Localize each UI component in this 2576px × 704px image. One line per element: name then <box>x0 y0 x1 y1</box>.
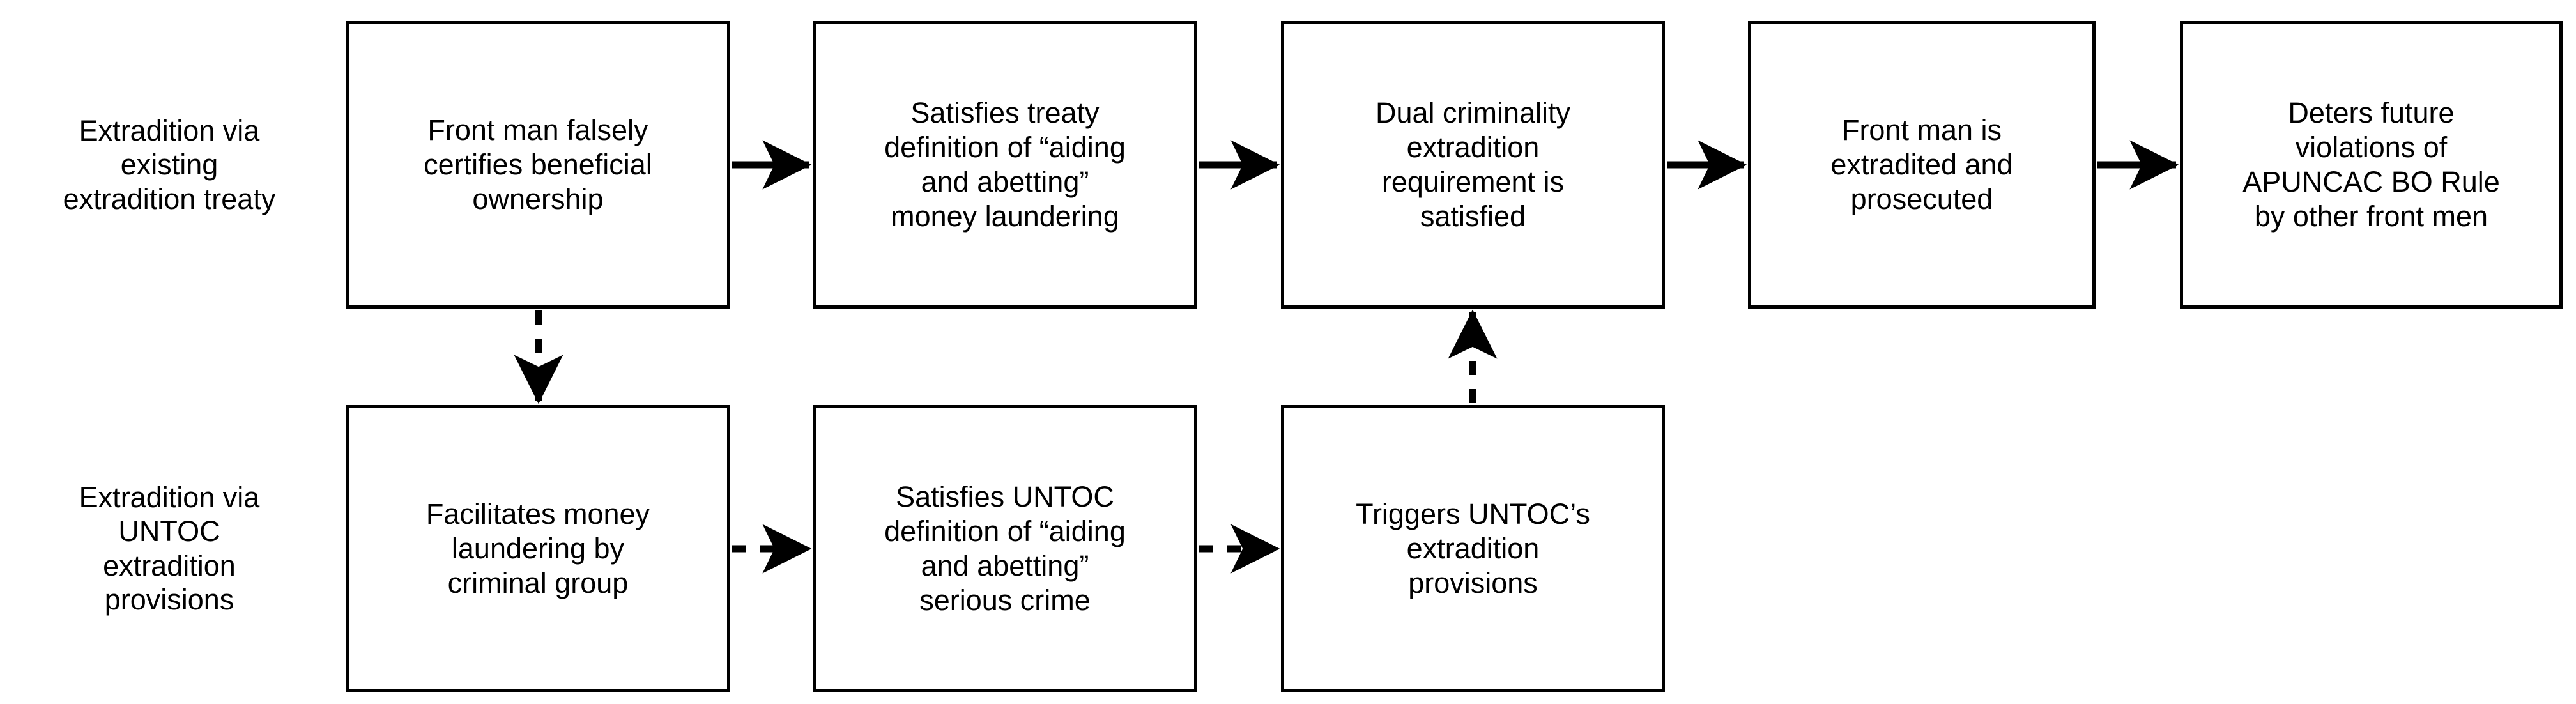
node-text: Front man is extradited and prosecuted <box>1830 114 2013 215</box>
row-label-untoc-text: Extradition via UNTOC extradition provis… <box>79 481 260 616</box>
node-text: Front man falsely certifies beneficial o… <box>424 114 652 215</box>
node-satisfies-treaty-definition[interactable]: Satisfies treaty definition of “aiding a… <box>813 21 1197 309</box>
node-text: Triggers UNTOC’s extradition provisions <box>1356 497 1590 599</box>
node-text: Facilitates money laundering by criminal… <box>425 497 650 599</box>
node-front-man-falsely-certifies[interactable]: Front man falsely certifies beneficial o… <box>346 21 730 309</box>
node-text: Dual criminality extradition requirement… <box>1375 96 1571 233</box>
row-label-untoc: Extradition via UNTOC extradition provis… <box>0 405 339 692</box>
node-deters-future-violations[interactable]: Deters future violations of APUNCAC BO R… <box>2180 21 2563 309</box>
node-satisfies-untoc-definition[interactable]: Satisfies UNTOC definition of “aiding an… <box>813 405 1197 692</box>
node-text: Satisfies treaty definition of “aiding a… <box>884 96 1126 233</box>
row-label-existing-treaty-text: Extradition via existing extradition tre… <box>63 114 276 215</box>
node-dual-criminality-satisfied[interactable]: Dual criminality extradition requirement… <box>1281 21 1665 309</box>
node-triggers-untoc-extradition[interactable]: Triggers UNTOC’s extradition provisions <box>1281 405 1665 692</box>
node-facilitates-money-laundering[interactable]: Facilitates money laundering by criminal… <box>346 405 730 692</box>
node-front-man-extradited-prosecuted[interactable]: Front man is extradited and prosecuted <box>1748 21 2096 309</box>
row-label-existing-treaty: Extradition via existing extradition tre… <box>0 21 339 309</box>
node-text: Satisfies UNTOC definition of “aiding an… <box>884 480 1126 616</box>
node-text: Deters future violations of APUNCAC BO R… <box>2242 96 2500 233</box>
